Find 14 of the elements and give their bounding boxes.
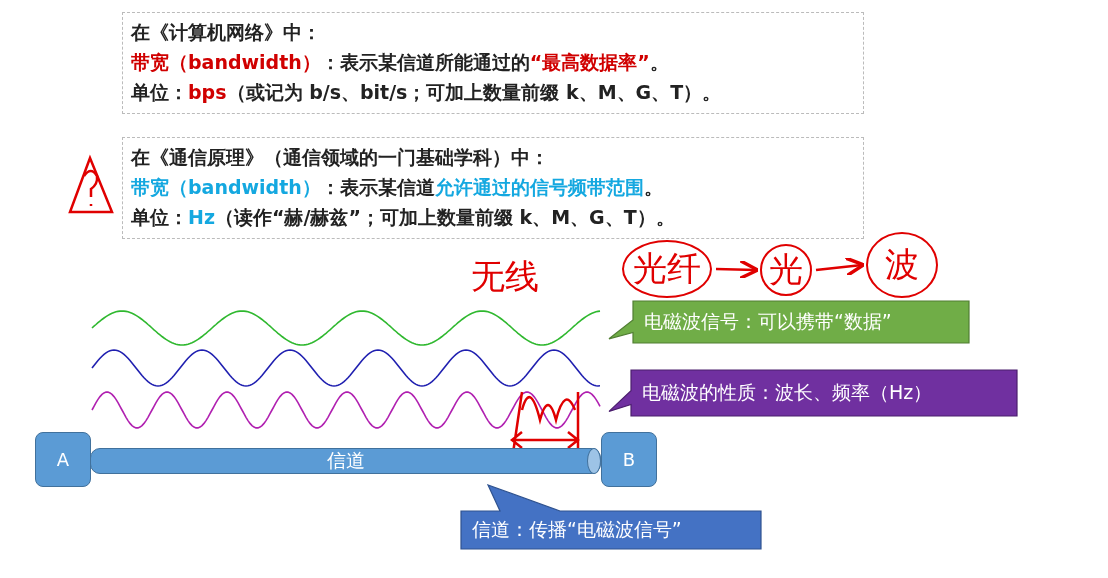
- arrow: [815, 256, 866, 278]
- speech-callout: 电磁波的性质：波长、频率（Hz）: [608, 369, 1018, 417]
- endpoint-box: A: [35, 432, 91, 487]
- arrow: [715, 259, 760, 281]
- speech-callout: 电磁波信号：可以携带“数据”: [608, 300, 970, 344]
- endpoint-box: B: [601, 432, 657, 487]
- channel-pipe: 信道: [90, 448, 601, 474]
- handwritten-word: 光: [760, 244, 812, 296]
- handwritten-word: 光纤: [622, 240, 712, 298]
- handwritten-word: 波: [866, 232, 938, 298]
- handwritten-word: 无线: [470, 255, 540, 298]
- definition-box: 在《通信原理》（通信领域的一门基础学科）中： 带宽（bandwidth）：表示某信道允许通过的信号频带范围。 单位：Hz（读作“赫/赫兹”；可加上数量前缀 k、M、G、T）。: [122, 137, 864, 239]
- definition-box: 在《计算机网络》中： 带宽（bandwidth）：表示某信道所能通过的“最高数据率”。 单位：bps（或记为 b/s、bit/s；可加上数量前缀 k、M、G、T）。: [122, 12, 864, 114]
- speech-callout: 信道：传播“电磁波信号”: [460, 484, 762, 550]
